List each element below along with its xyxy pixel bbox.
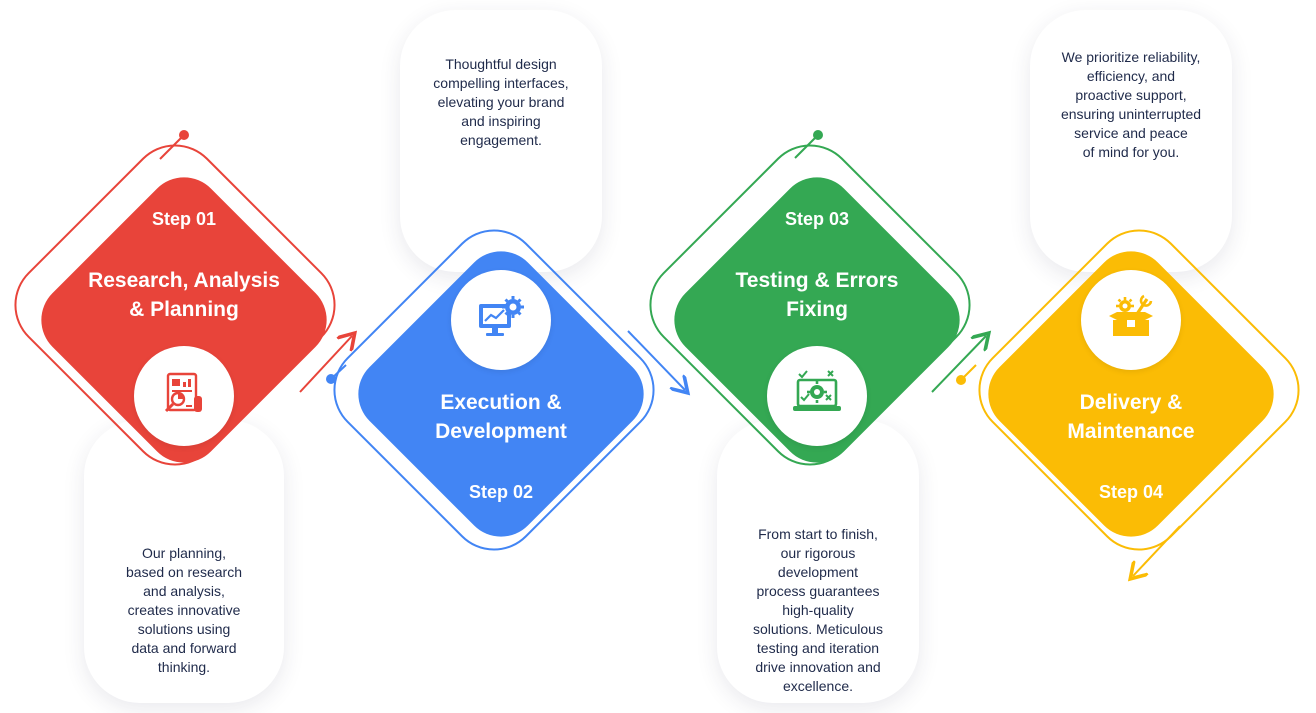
description-card-3 [717,420,919,703]
step-3-label: Step 03 [784,209,850,229]
step-3-title: Testing & Errors Fixing [735,269,899,321]
monitor-gear-icon [473,290,529,351]
step-3-icon-circle [767,346,867,446]
step-2-label: Step 02 [468,482,534,502]
step-1-label: Step 01 [151,209,217,229]
step-4-label: Step 04 [1098,482,1164,502]
description-card-1 [84,420,284,703]
step-3-description: From start to finish, our rigorous devel… [753,526,883,694]
step-4-icon-circle [1081,270,1181,370]
step-4-description: We prioritize reliability, efficiency, a… [1060,49,1202,160]
laptop-testing-icon [789,366,845,427]
research-report-icon [158,368,210,425]
step-1-icon-circle [134,346,234,446]
step-2-description: Thoughtful design compelling interfaces,… [433,56,569,148]
description-card-2 [400,10,602,272]
step-2-icon-circle [451,270,551,370]
step-4-title: Delivery & Maintenance [1067,391,1195,443]
step-1-description: Our planning, based on research and anal… [126,545,242,675]
step-2-title: Execution & Development [435,391,567,443]
toolbox-maintenance-icon [1103,290,1159,351]
step-1-title: Research, Analysis & Planning [88,269,280,321]
description-card-4 [1030,10,1232,272]
